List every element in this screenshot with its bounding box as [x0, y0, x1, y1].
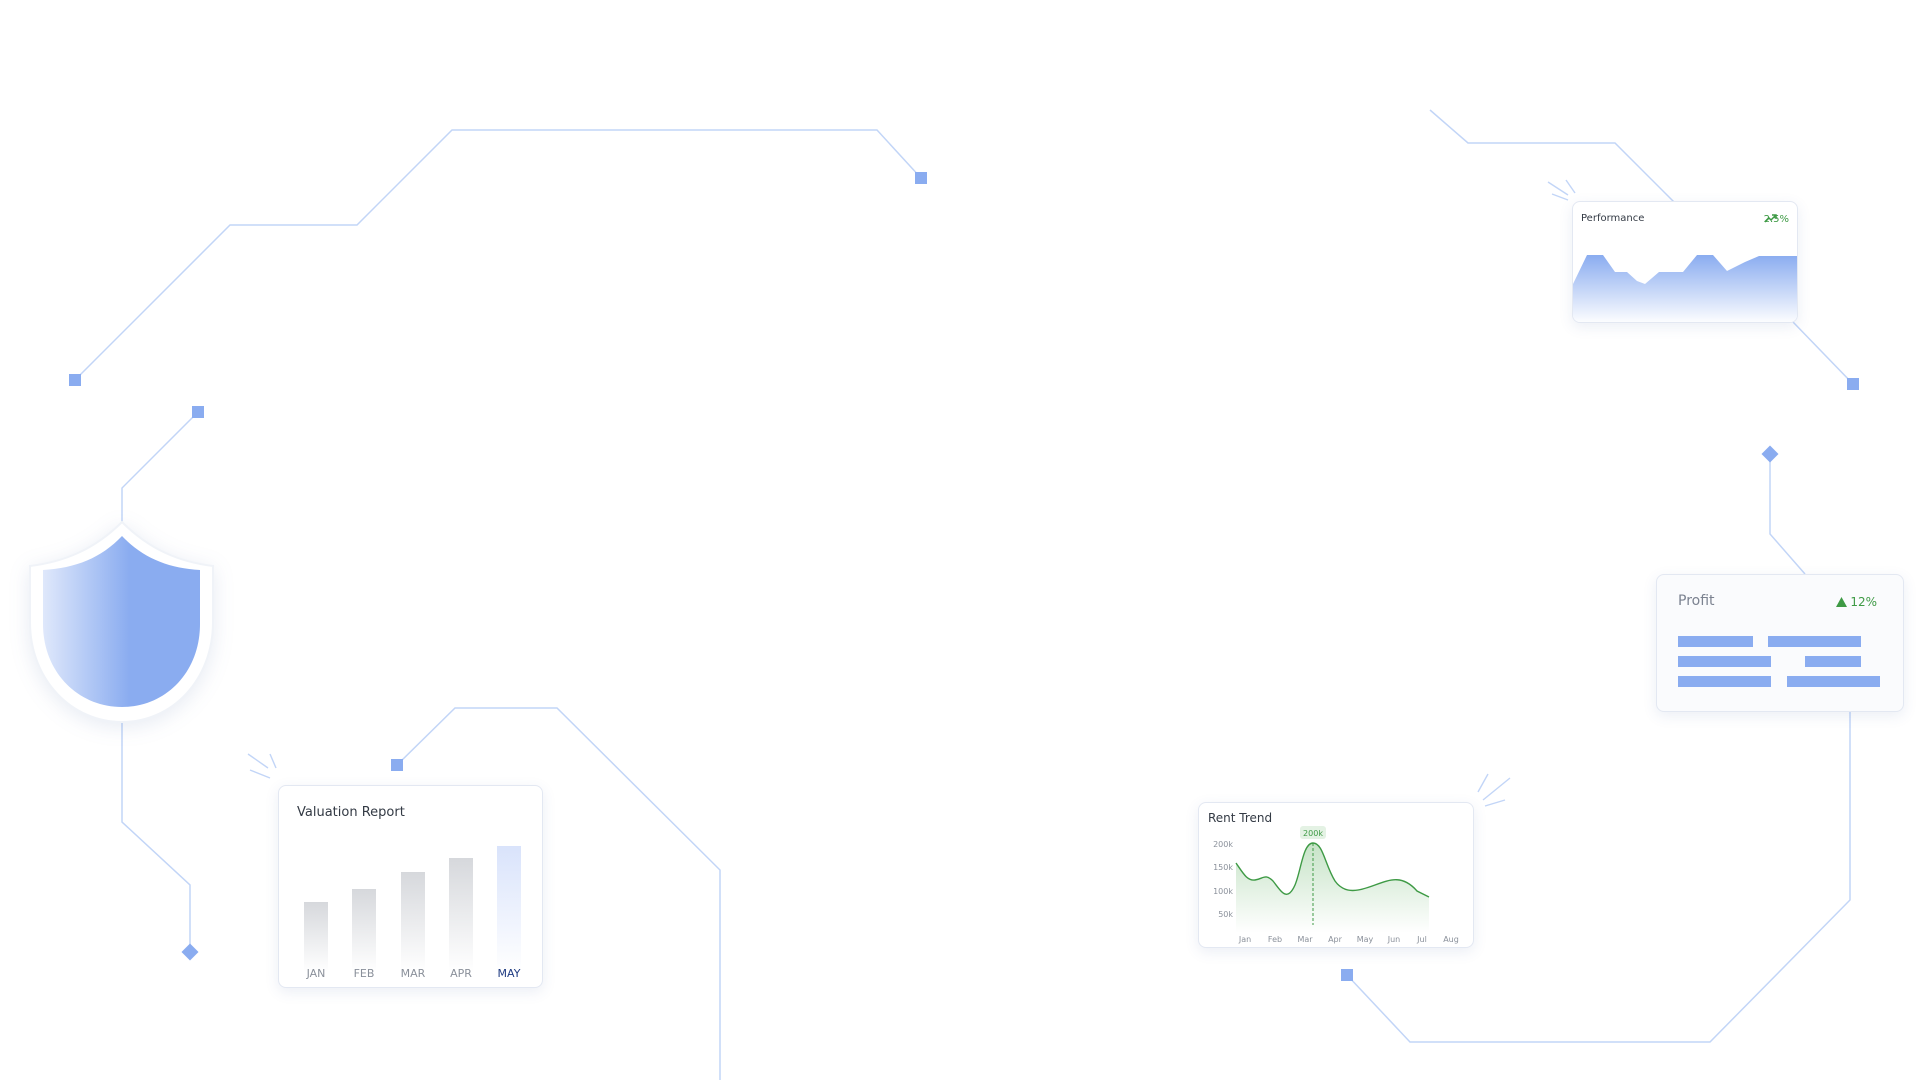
profit-bar [1805, 656, 1861, 667]
performance-change-value: 2.5% [1763, 214, 1789, 225]
circuit-line [74, 129, 922, 381]
spark-line [269, 753, 277, 769]
rent-x-tick: Feb [1268, 935, 1282, 944]
trending-up-icon [1764, 214, 1777, 223]
spark-line [1482, 777, 1511, 801]
circuit-line [396, 707, 721, 1080]
circuit-line [121, 718, 191, 952]
circuit-node [391, 759, 403, 771]
performance-card[interactable]: Performance 2.5% [1572, 201, 1798, 323]
circuit-line [1346, 712, 1851, 1043]
circuit-node [1761, 445, 1779, 463]
circuit-line [1769, 454, 1806, 575]
circuit-node [192, 406, 204, 418]
rent-trend-card[interactable]: Rent Trend 200k 150k 100k 50k 200k Jan F… [1198, 802, 1474, 948]
rent-line-chart: 200k 150k 100k 50k 200k Jan Feb Mar Apr … [1213, 826, 1459, 944]
shield-icon [29, 520, 214, 724]
profit-bar [1787, 676, 1880, 687]
rent-x-tick: Jun [1387, 935, 1401, 944]
profit-card[interactable]: Profit 12% [1656, 574, 1904, 712]
profit-bar [1678, 676, 1771, 687]
profit-bar [1678, 636, 1753, 647]
rent-title: Rent Trend [1208, 811, 1273, 825]
circuit-line [1429, 109, 1676, 204]
rent-x-tick: Aug [1443, 935, 1459, 944]
valuation-month-label: FEB [354, 967, 375, 980]
valuation-bar [401, 872, 425, 972]
valuation-bar [449, 858, 473, 972]
profit-title: Profit [1678, 593, 1715, 609]
rent-trend-line [1235, 842, 1430, 898]
valuation-bar [497, 846, 521, 972]
profit-bar [1678, 656, 1771, 667]
rent-highlight-label: 200k [1303, 829, 1323, 838]
valuation-bar-chart: JAN FEB MAR APR MAY [304, 846, 521, 980]
rent-y-tick: 100k [1213, 887, 1233, 896]
rent-x-tick: Jul [1416, 935, 1427, 944]
valuation-month-label: JAN [306, 967, 326, 980]
spark-line [247, 753, 269, 769]
performance-title: Performance [1581, 213, 1645, 224]
profit-bar [1768, 636, 1861, 647]
triangle-up-icon [1835, 597, 1847, 607]
rent-x-tick: Jan [1238, 935, 1251, 944]
circuit-node [915, 172, 927, 184]
performance-change: 2.5% [1764, 214, 1789, 225]
circuit-node [1847, 378, 1859, 390]
spark-line [1547, 181, 1569, 196]
spark-line [1565, 179, 1576, 194]
rent-highlight-badge [1300, 826, 1326, 839]
rent-y-tick: 50k [1218, 910, 1233, 919]
circuit-node [69, 374, 81, 386]
circuit-line [1792, 321, 1854, 385]
spark-line [1477, 773, 1489, 793]
spark-line [249, 769, 271, 779]
rent-x-tick: Mar [1297, 935, 1313, 944]
circuit-line [121, 411, 199, 532]
valuation-bar [352, 889, 376, 972]
profit-change: 12% [1835, 595, 1877, 609]
circuit-node [181, 943, 199, 961]
rent-y-tick: 200k [1213, 840, 1233, 849]
profit-change-value: 12% [1850, 595, 1877, 609]
valuation-bar [304, 902, 328, 972]
rent-x-tick: May [1357, 935, 1374, 944]
spark-line [1551, 193, 1569, 201]
circuit-node [1341, 969, 1353, 981]
spark-line [1484, 799, 1506, 807]
valuation-report-card[interactable]: Valuation Report JAN FEB MAR APR MAY [278, 785, 543, 988]
valuation-month-label: MAR [401, 967, 426, 980]
valuation-month-label: APR [450, 967, 472, 980]
valuation-month-label-active: MAY [498, 967, 521, 980]
rent-x-tick: Apr [1328, 935, 1343, 944]
performance-area-chart [1573, 255, 1797, 322]
rent-y-tick: 150k [1213, 863, 1233, 872]
valuation-title: Valuation Report [297, 805, 405, 820]
